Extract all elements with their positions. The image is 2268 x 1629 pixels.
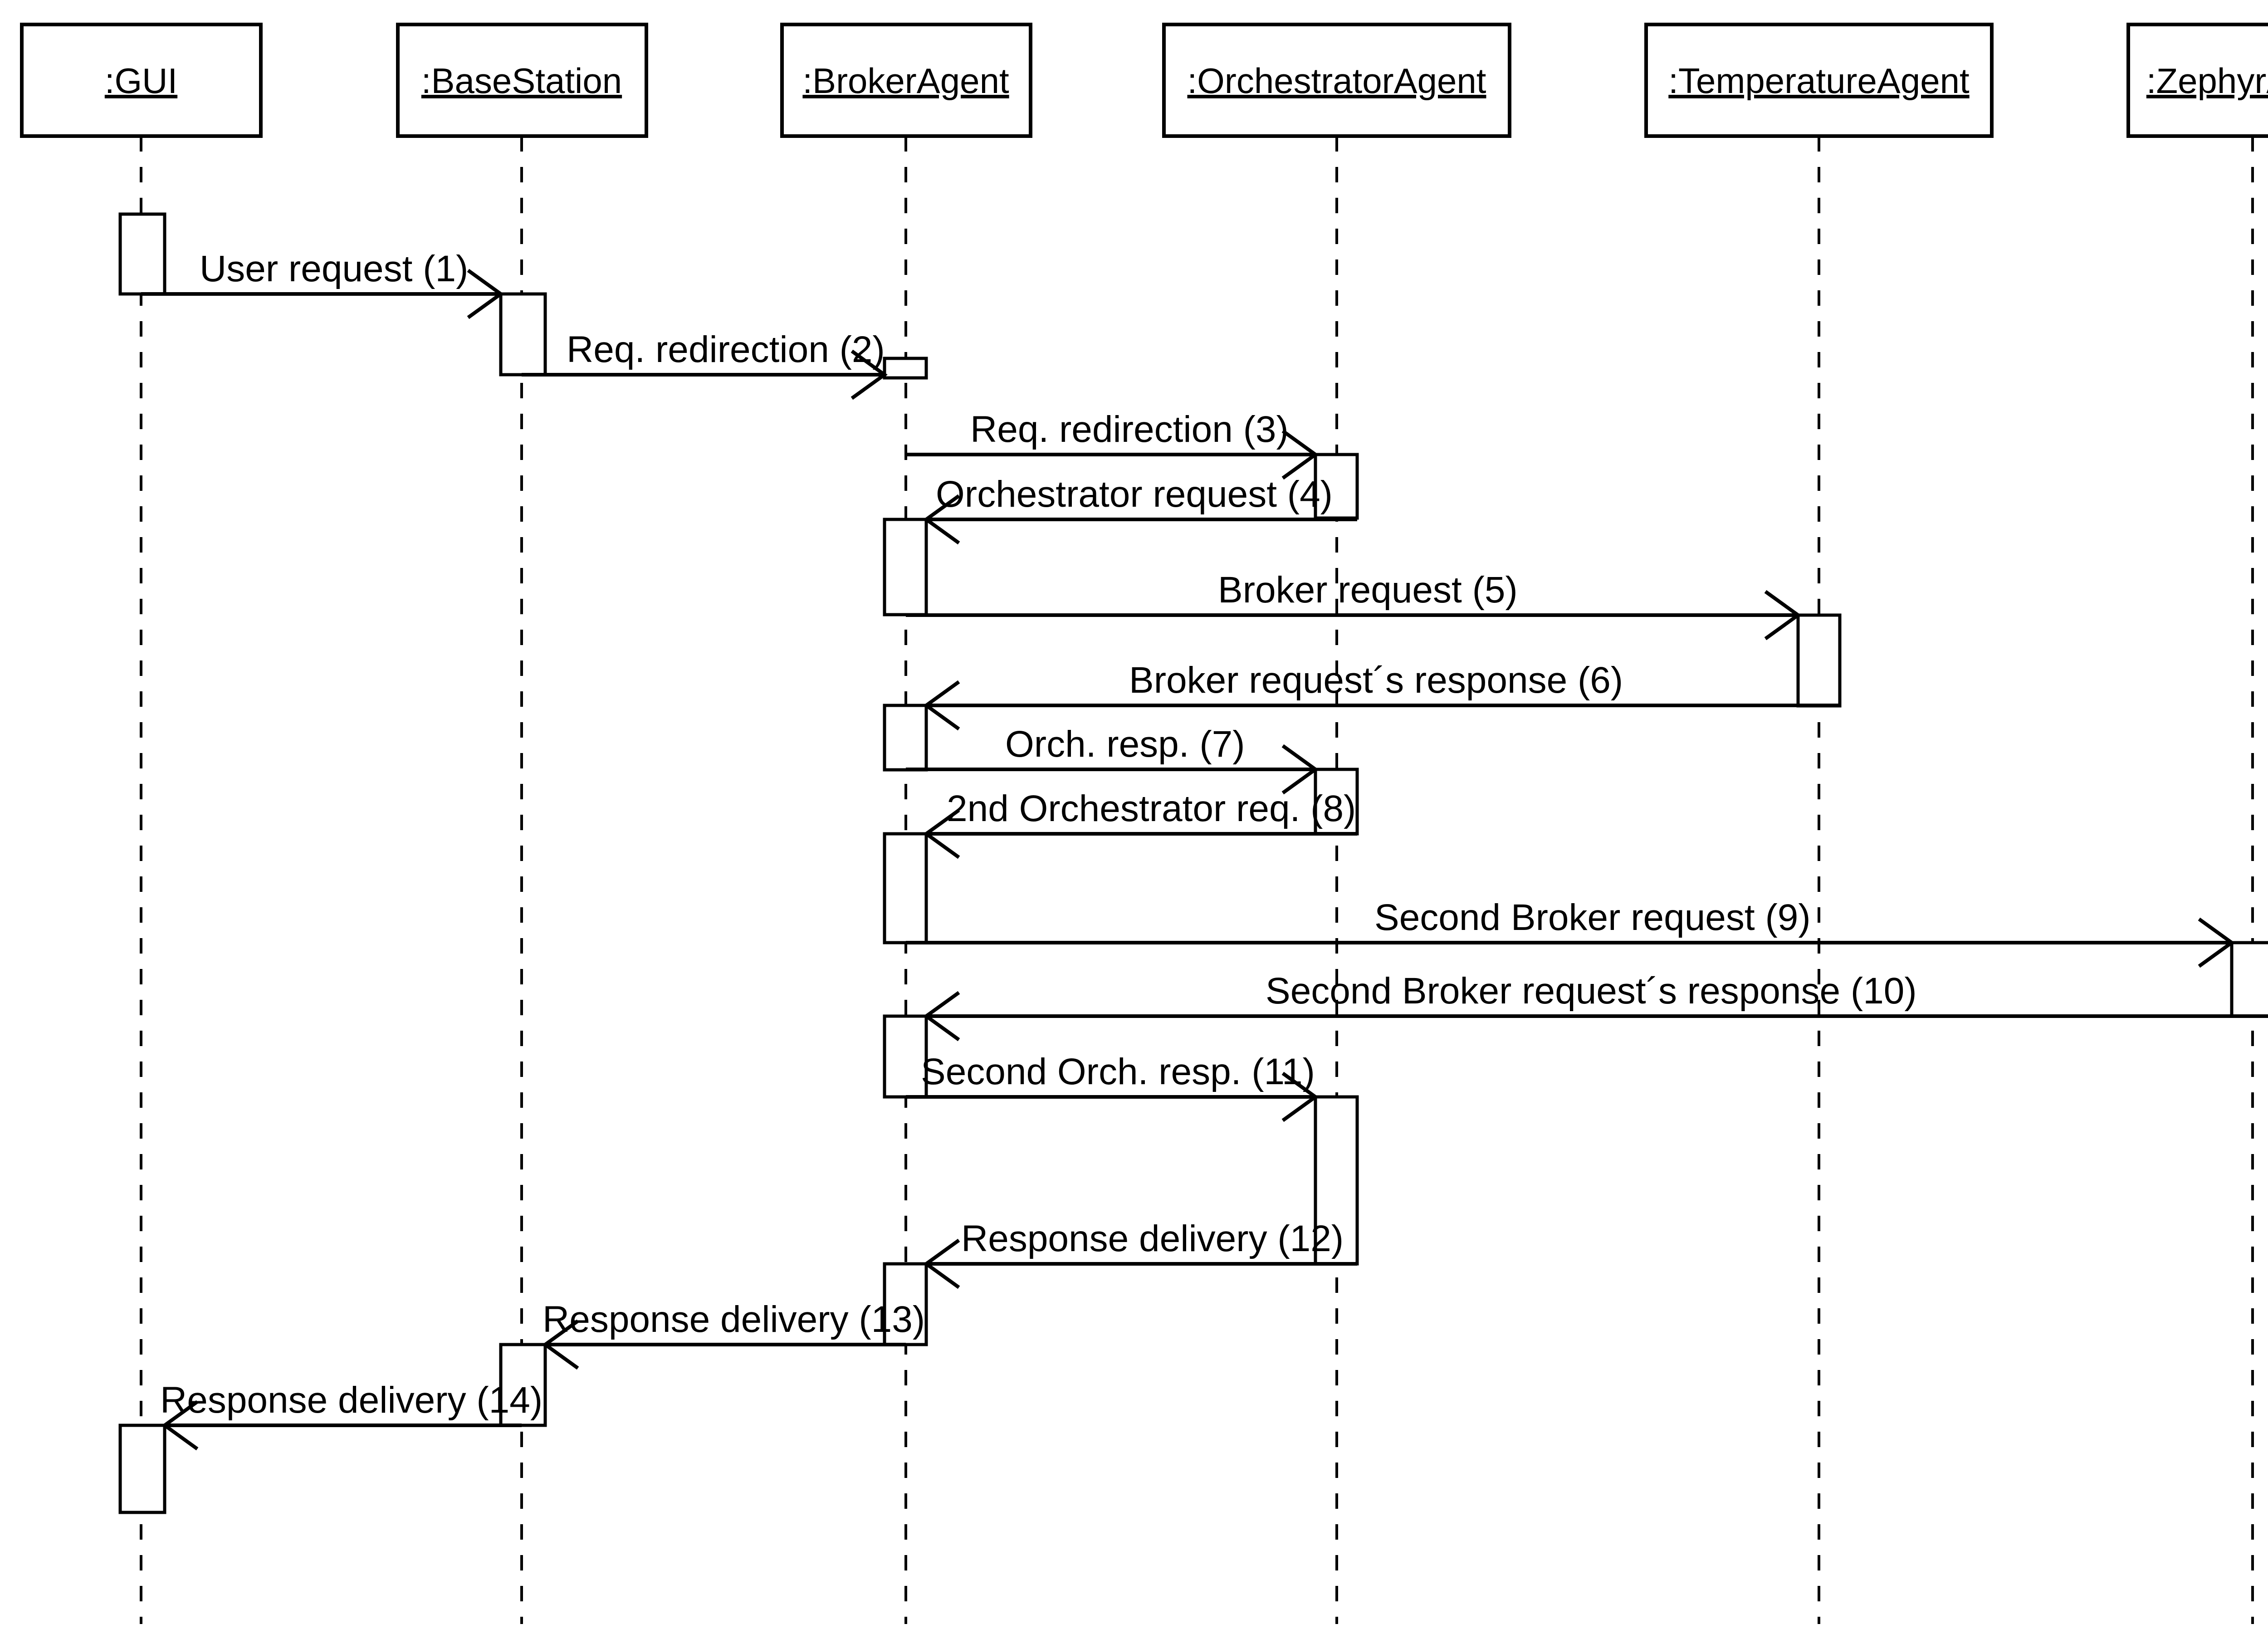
arrowhead-7 bbox=[1281, 744, 1319, 795]
arrowhead-9 bbox=[2198, 917, 2235, 968]
activation-bar-brokeragent bbox=[883, 357, 928, 380]
lifeline-label-orchestrator: :OrchestratorAgent bbox=[1188, 61, 1486, 101]
message-label-7: Orch. resp. (7) bbox=[1005, 724, 1245, 765]
message-6[interactable]: Broker request´s response (6) bbox=[923, 660, 1840, 731]
message-12[interactable]: Response delivery (12) bbox=[923, 1218, 1357, 1289]
arrowhead-2 bbox=[850, 349, 888, 400]
message-8[interactable]: 2nd Orchestrator req. (8) bbox=[923, 788, 1357, 859]
arrowhead-11 bbox=[1281, 1071, 1319, 1122]
message-label-5: Broker request (5) bbox=[1218, 569, 1518, 611]
arrowhead-10 bbox=[923, 991, 960, 1042]
activation-bar-basestation bbox=[499, 292, 547, 377]
lifeline-heads-layer: :GUI :BaseStation :BrokerAgent :Orchestrato… bbox=[20, 23, 2268, 138]
arrowhead-3 bbox=[1281, 429, 1319, 480]
message-label-8: 2nd Orchestrator req. (8) bbox=[947, 788, 1356, 829]
lifeline-box-basestation bbox=[396, 23, 648, 138]
arrowhead-6 bbox=[923, 680, 960, 731]
message-4[interactable]: Orchestrator request (4) bbox=[923, 474, 1357, 545]
activation-bar-zephyr bbox=[2230, 941, 2268, 1018]
message-label-1: User request (1) bbox=[200, 248, 468, 289]
arrowhead-13 bbox=[542, 1319, 579, 1370]
message-label-13: Response delivery (13) bbox=[543, 1299, 925, 1340]
message-2[interactable]: Req. redirection (2) bbox=[522, 329, 888, 400]
activation-bar-brokeragent bbox=[883, 704, 928, 772]
message-label-9: Second Broker request (9) bbox=[1374, 897, 1811, 938]
lifeline-box-orchestrator bbox=[1162, 23, 1511, 138]
activation-bar-brokeragent bbox=[883, 518, 928, 616]
message-label-10: Second Broker request´s response (10) bbox=[1266, 970, 1917, 1012]
message-11[interactable]: Second Orch. resp. (11) bbox=[906, 1051, 1319, 1122]
lifeline-box-zephyr bbox=[2126, 23, 2268, 138]
message-7[interactable]: Orch. resp. (7) bbox=[906, 724, 1319, 795]
message-10[interactable]: Second Broker request´s response (10) bbox=[923, 970, 2268, 1042]
message-9[interactable]: Second Broker request (9) bbox=[906, 897, 2235, 968]
message-3[interactable]: Req. redirection (3) bbox=[906, 409, 1319, 480]
lifeline-label-brokeragent: :BrokerAgent bbox=[802, 61, 1009, 101]
message-14[interactable]: Response delivery (14) bbox=[160, 1380, 543, 1451]
messages-layer: User request (1) Req. redirection (2) Req.… bbox=[141, 248, 2268, 1451]
message-5[interactable]: Broker request (5) bbox=[906, 569, 1801, 641]
activation-bar-brokeragent bbox=[883, 832, 928, 944]
activation-bar-orchestrator bbox=[1314, 768, 1359, 836]
lifeline-head-temperature[interactable]: :TemperatureAgent bbox=[1644, 23, 1994, 138]
lifeline-head-gui[interactable]: :GUI bbox=[20, 23, 263, 138]
message-label-14: Response delivery (14) bbox=[160, 1380, 543, 1421]
message-13[interactable]: Response delivery (13) bbox=[542, 1299, 925, 1370]
lifeline-head-orchestrator[interactable]: :OrchestratorAgent bbox=[1162, 23, 1511, 138]
activations-layer bbox=[118, 212, 2268, 1514]
message-label-6: Broker request´s response (6) bbox=[1129, 660, 1623, 701]
activation-bar-basestation bbox=[499, 1343, 547, 1427]
arrowhead-4 bbox=[923, 494, 960, 545]
lifeline-label-zephyr: :ZephyrAgent bbox=[2146, 61, 2268, 101]
lifeline-box-brokeragent bbox=[780, 23, 1032, 138]
lifeline-head-zephyr[interactable]: :ZephyrAgent bbox=[2126, 23, 2268, 138]
lifeline-head-brokeragent[interactable]: :BrokerAgent bbox=[780, 23, 1032, 138]
activation-bar-temperature bbox=[1796, 613, 1842, 708]
lifeline-label-temperature: :TemperatureAgent bbox=[1668, 61, 1970, 101]
activation-bar-brokeragent bbox=[883, 1014, 928, 1099]
arrowhead-8 bbox=[923, 808, 960, 859]
lifeline-box-temperature bbox=[1644, 23, 1994, 138]
message-label-4: Orchestrator request (4) bbox=[936, 474, 1333, 515]
arrowhead-12 bbox=[923, 1238, 960, 1289]
arrowhead-1 bbox=[467, 269, 504, 319]
message-label-3: Req. redirection (3) bbox=[970, 409, 1289, 450]
message-label-2: Req. redirection (2) bbox=[567, 329, 885, 370]
message-label-12: Response delivery (12) bbox=[961, 1218, 1344, 1259]
message-1[interactable]: User request (1) bbox=[141, 248, 504, 319]
lifeline-head-basestation[interactable]: :BaseStation bbox=[396, 23, 648, 138]
activation-bar-gui bbox=[118, 212, 166, 296]
activation-bar-gui bbox=[118, 1424, 166, 1514]
lifeline-label-basestation: :BaseStation bbox=[421, 61, 622, 101]
arrowhead-5 bbox=[1764, 590, 1801, 641]
lifeline-box-gui bbox=[20, 23, 263, 138]
message-label-11: Second Orch. resp. (11) bbox=[921, 1051, 1315, 1092]
arrowhead-14 bbox=[161, 1400, 199, 1451]
lifeline-label-gui: :GUI bbox=[105, 61, 177, 101]
activation-bar-brokeragent bbox=[883, 1262, 928, 1346]
